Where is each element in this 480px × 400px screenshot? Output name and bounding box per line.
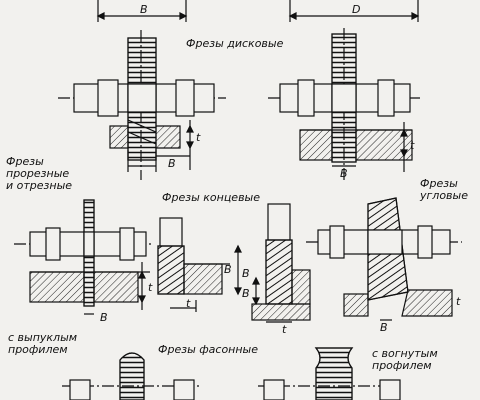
title-angle-cutters: Фрезы угловые xyxy=(420,177,468,202)
disc-cutter-left xyxy=(58,30,226,180)
dim-b-disc-left: B xyxy=(168,157,176,170)
slitting-cutter xyxy=(14,199,152,315)
title-end-mills: Фрезы концевые xyxy=(162,191,261,204)
dim-t-slitting: t xyxy=(148,281,153,294)
end-mill-left xyxy=(157,217,242,312)
dim-b-slitting: B xyxy=(100,311,108,324)
dim-b-end-right: B xyxy=(242,287,250,300)
dim-b-disc-right: B xyxy=(340,167,348,180)
dim-b-end-left-1: B xyxy=(224,263,232,276)
title-concave-profile: с вогнутым профилем xyxy=(372,347,438,372)
dim-b-angle: B xyxy=(380,321,388,334)
title-disc-cutters: Фрезы дисковые xyxy=(186,37,284,50)
dim-t-end-left: t xyxy=(186,297,191,310)
dim-b-end-left-2: B xyxy=(242,267,250,280)
dim-d-top: D xyxy=(352,3,361,16)
dim-t-disc-right: t xyxy=(410,139,415,152)
title-slitting-cutters: Фрезы прорезные и отрезные xyxy=(6,155,73,192)
form-cutter-convex xyxy=(62,352,200,400)
dim-t-disc-left: t xyxy=(196,131,201,144)
disc-cutter-right xyxy=(268,28,420,180)
angle-cutter xyxy=(306,197,462,321)
top-dimension-right xyxy=(288,0,420,22)
form-cutter-concave xyxy=(258,347,401,400)
title-convex-profile: с выпуклым профилем xyxy=(8,331,78,356)
end-mill-right xyxy=(251,203,311,323)
title-form-cutters: Фрезы фасонные xyxy=(158,343,259,356)
dim-t-angle: t xyxy=(456,295,461,308)
top-dimension-left xyxy=(96,0,188,22)
dim-t-end-right: t xyxy=(282,323,287,336)
dim-b-top: B xyxy=(140,3,148,16)
